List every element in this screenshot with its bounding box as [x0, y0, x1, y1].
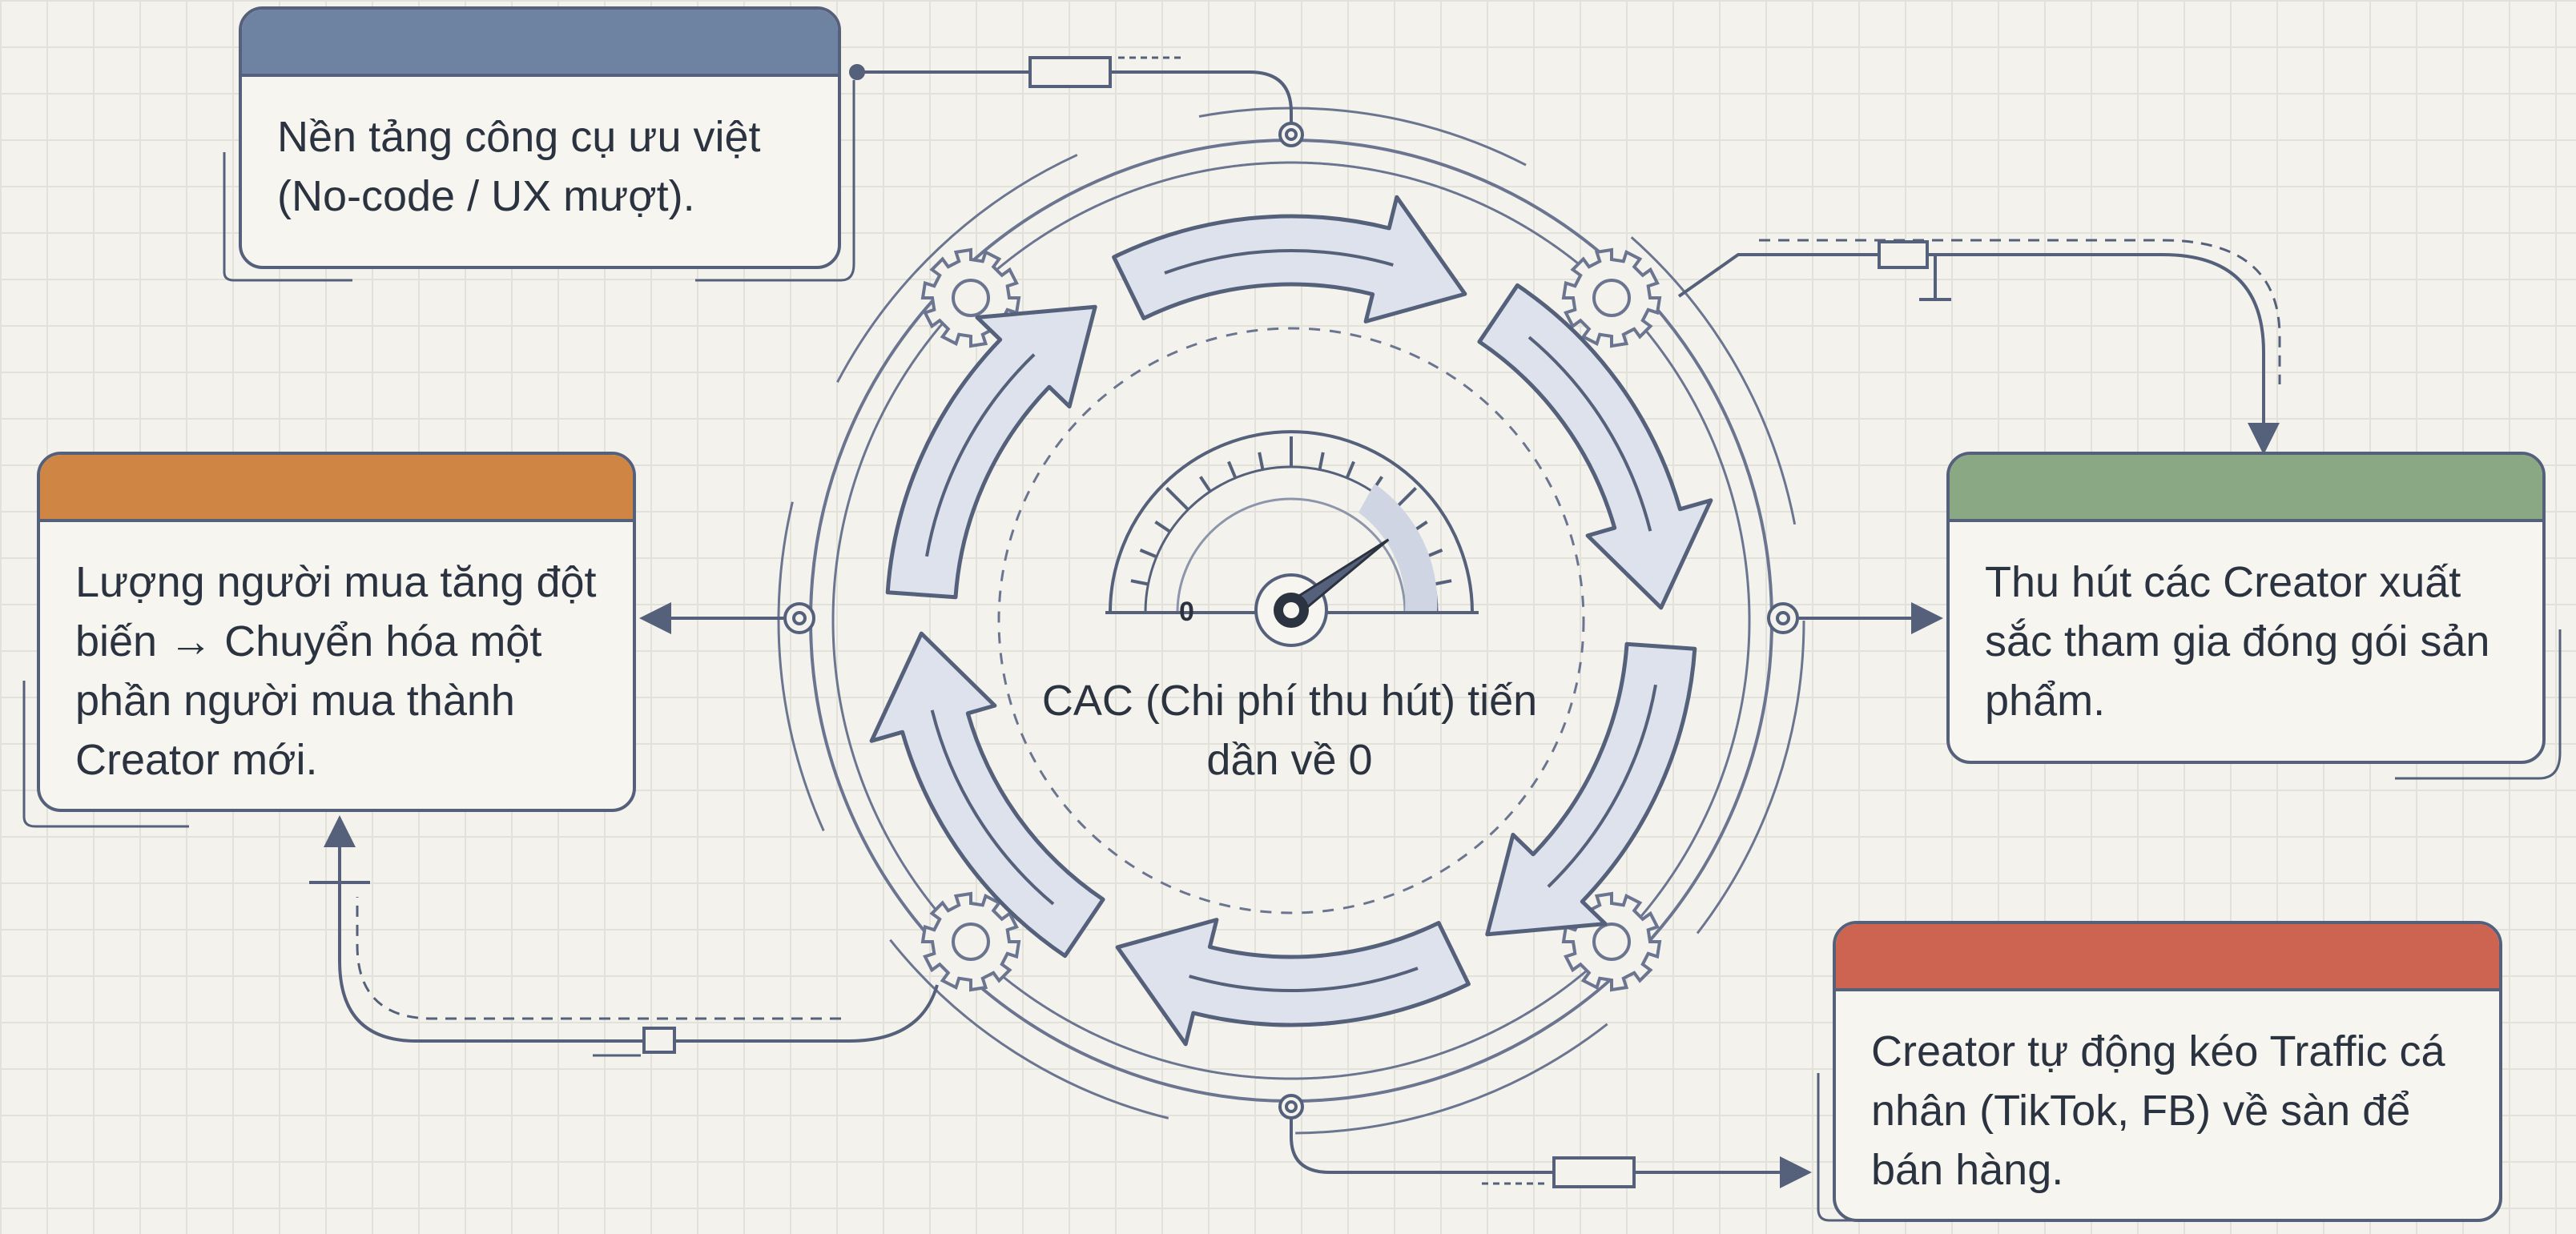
gear-icon	[920, 891, 1021, 992]
connector-line	[22, 56, 2562, 1222]
gauge-tick	[1318, 452, 1325, 470]
cycle-arrow	[885, 304, 1097, 600]
gauge-tick	[1199, 476, 1212, 492]
gauge-tick	[1434, 579, 1452, 586]
step-card-buyers: Lượng người mua tăng đột biến → Chuyển h…	[37, 452, 636, 812]
cycle-arrow-stroke	[1164, 249, 1394, 275]
center-label: CAC (Chi phí thu hút) tiến dần về 0	[1041, 677, 1538, 784]
gauge-tick	[1139, 549, 1157, 559]
step-card-creators: Thu hút các Creator xuất sắc tham gia đó…	[1946, 452, 2546, 764]
step-text: Thu hút các Creator xuất sắc tham gia đó…	[1985, 558, 2490, 725]
cycle-arrow	[1115, 918, 1471, 1047]
step-text: Lượng người mua tăng đột biến → Chuyển h…	[75, 558, 597, 784]
cycle-arrow	[869, 631, 1105, 959]
cycle-arrow-stroke	[930, 709, 1055, 906]
card-header	[1950, 455, 2542, 522]
cycle-arrow	[1485, 641, 1697, 937]
cycle-arrow	[1477, 283, 1713, 610]
gauge-tick	[1165, 486, 1189, 511]
card-header	[242, 10, 838, 77]
gauge-tick	[1154, 521, 1171, 533]
gauge-tick	[1130, 579, 1149, 586]
cycle-arrow-stroke	[1527, 336, 1652, 532]
gauge-tick	[1258, 452, 1265, 470]
cycle-arrow-stroke	[1189, 967, 1419, 992]
cycle-arrow-stroke	[925, 353, 1036, 557]
cycle-arrow-stroke	[1547, 684, 1657, 888]
card-header	[40, 455, 633, 522]
gauge-min-label: 0	[1179, 597, 1194, 627]
gear-icon	[1561, 247, 1662, 348]
step-card-traffic: Creator tự động kéo Traffic cá nhân (Tik…	[1833, 921, 2502, 1222]
step-card-platform: Nền tảng công cụ ưu việt (No-code / UX m…	[239, 6, 841, 269]
gauge-tick	[1227, 460, 1238, 479]
step-text: Nền tảng công cụ ưu việt (No-code / UX m…	[277, 113, 761, 220]
gauge-tick	[1345, 460, 1355, 479]
step-text: Creator tự động kéo Traffic cá nhân (Tik…	[1871, 1027, 2445, 1194]
card-header	[1836, 924, 2499, 991]
gauge: 0	[1105, 430, 1479, 647]
cycle-arrows	[869, 195, 1713, 1047]
cycle-arrow	[1112, 195, 1467, 324]
